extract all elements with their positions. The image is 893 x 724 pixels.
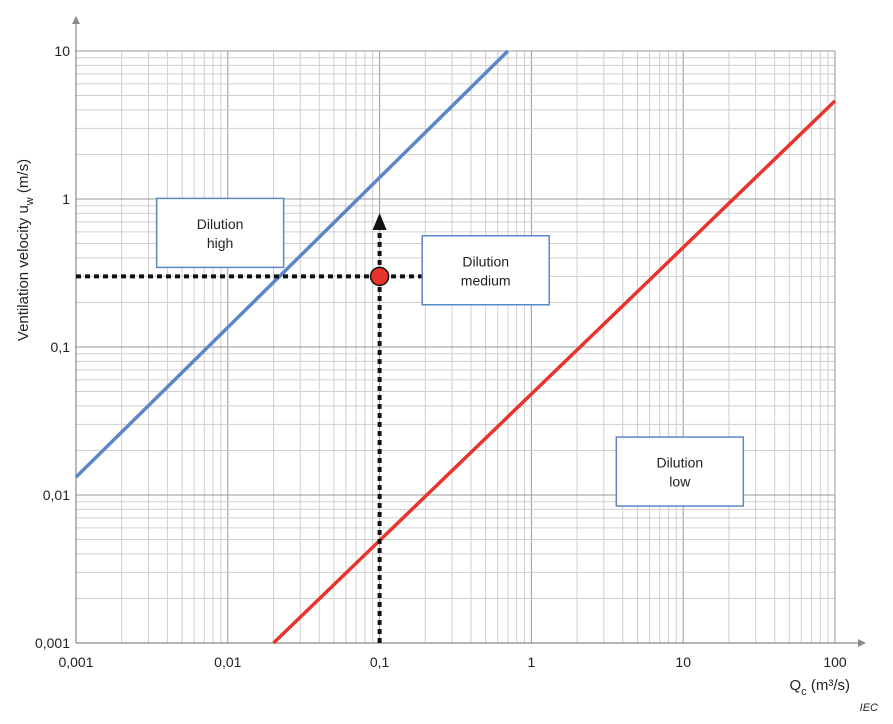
example-point bbox=[369, 266, 390, 287]
grid bbox=[75, 50, 836, 644]
x-tick-label: 0,01 bbox=[214, 654, 241, 670]
y-tick-label: 0,001 bbox=[35, 635, 70, 651]
x-tick-label: 100 bbox=[823, 654, 847, 670]
series-lines bbox=[74, 49, 837, 645]
series-line-red bbox=[272, 99, 837, 645]
x-axis-arrow bbox=[858, 639, 866, 647]
axes bbox=[72, 16, 866, 647]
region-high: Dilution high bbox=[155, 197, 285, 269]
y-tick-label: 0,01 bbox=[43, 487, 70, 503]
iec-credit: IEC bbox=[860, 702, 878, 714]
region-high-label: Dilution bbox=[197, 216, 244, 232]
x-tick-label: 10 bbox=[675, 654, 691, 670]
region-low-label: Dilution bbox=[656, 455, 703, 471]
region-low: Dilution low bbox=[615, 436, 745, 507]
series-line-blue bbox=[74, 49, 510, 479]
x-tick-label: 0,001 bbox=[58, 654, 93, 670]
region-medium-box bbox=[421, 235, 550, 306]
region-medium: Dilution medium bbox=[421, 235, 550, 306]
region-low-box bbox=[615, 436, 745, 507]
tick-labels: 0,001 0,01 0,1 1 10 100 0,001 0,01 0,1 1 10 bbox=[35, 43, 847, 670]
region-medium-label: medium bbox=[461, 272, 511, 288]
y-tick-label: 0,1 bbox=[51, 339, 71, 355]
y-axis-label: Ventilation velocity uw (m/s) bbox=[15, 159, 36, 341]
region-high-box bbox=[155, 197, 285, 269]
x-tick-label: 0,1 bbox=[370, 654, 390, 670]
vertical-guide-arrowhead bbox=[372, 213, 387, 230]
x-axis-label: Qc (m³/s) bbox=[790, 677, 851, 698]
region-medium-label: Dilution bbox=[462, 253, 509, 269]
x-tick-label: 1 bbox=[528, 654, 536, 670]
y-tick-label: 10 bbox=[54, 43, 70, 59]
region-high-label: high bbox=[207, 235, 233, 251]
region-low-label: low bbox=[669, 474, 691, 490]
y-tick-label: 1 bbox=[62, 191, 70, 207]
y-axis-arrow bbox=[72, 16, 80, 24]
